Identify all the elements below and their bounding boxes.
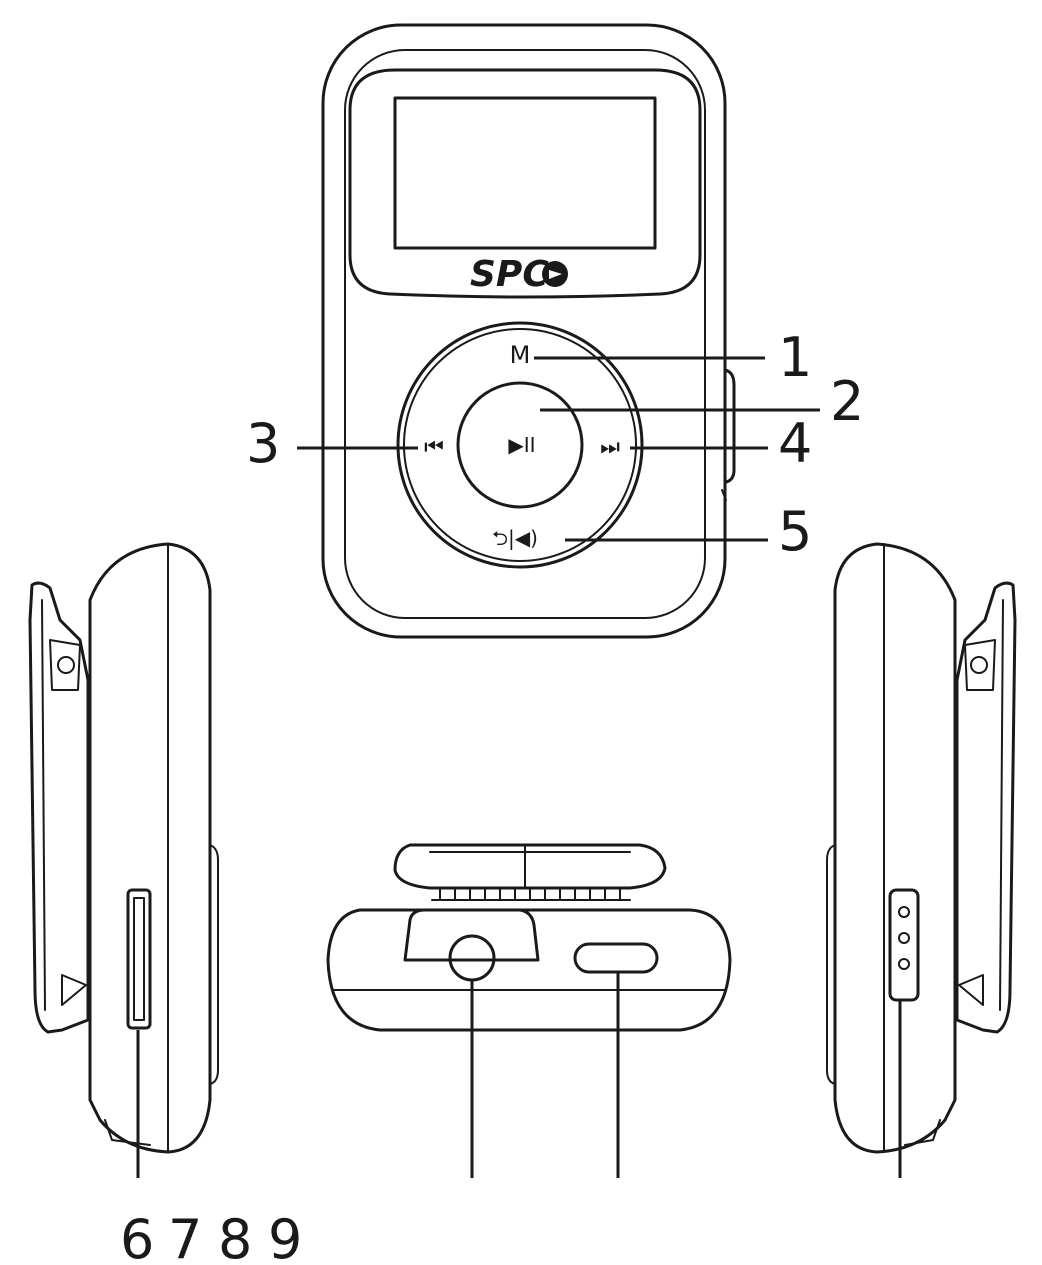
right-side-bump bbox=[826, 844, 836, 1085]
right-body bbox=[833, 542, 957, 1154]
front-view: SPC M ▶II ⏮ ⏭ ⮌|◀) bbox=[297, 23, 820, 639]
left-side-bump bbox=[209, 844, 219, 1085]
screen bbox=[393, 96, 657, 250]
left-clip-foot bbox=[61, 974, 87, 1006]
callout-2: 2 bbox=[830, 370, 864, 433]
hold-switch-dot-2 bbox=[898, 932, 910, 944]
left-clip-spring bbox=[49, 639, 81, 691]
control-wheel[interactable] bbox=[396, 321, 644, 569]
hold-switch-dot-3 bbox=[898, 958, 910, 970]
brand-logo: SPC bbox=[470, 254, 549, 295]
bottom-spring bbox=[431, 887, 631, 901]
right-clip-inner bbox=[999, 599, 1004, 1011]
control-wheel-inner bbox=[403, 328, 637, 562]
callout-4: 4 bbox=[778, 412, 812, 475]
bottom-clip bbox=[393, 843, 667, 890]
callout-7: 7 bbox=[168, 1208, 202, 1265]
microsd-slot[interactable] bbox=[126, 888, 152, 1030]
right-bottom-detail bbox=[904, 1119, 941, 1146]
left-clip bbox=[28, 581, 90, 1034]
callout-3: 3 bbox=[246, 412, 280, 475]
hold-switch[interactable] bbox=[888, 888, 920, 1002]
left-clip-inner bbox=[41, 599, 46, 1011]
bottom-body bbox=[326, 908, 732, 1032]
front-body-outer bbox=[321, 23, 727, 639]
right-clip-foot bbox=[958, 974, 984, 1006]
next-button[interactable]: ⏭ bbox=[600, 435, 620, 460]
callout-8: 8 bbox=[218, 1208, 252, 1265]
left-body bbox=[88, 542, 212, 1154]
callout-6: 6 bbox=[120, 1208, 154, 1265]
right-clip-pivot bbox=[970, 656, 988, 674]
hold-switch-dot-1 bbox=[898, 906, 910, 918]
play-pause-icon: ▶II bbox=[508, 433, 535, 457]
callout-9: 9 bbox=[268, 1208, 302, 1265]
side-switch[interactable] bbox=[723, 368, 736, 484]
right-side-view bbox=[826, 542, 1017, 1178]
left-side-view bbox=[28, 542, 219, 1178]
menu-button[interactable]: M bbox=[510, 341, 531, 369]
callout-labels: 1 2 3 4 5 6 7 8 9 bbox=[120, 326, 864, 1265]
brand-logo-icon-mark bbox=[549, 270, 562, 279]
side-switch-tick bbox=[721, 489, 727, 501]
front-body-inner bbox=[344, 49, 706, 619]
back-volume-button[interactable]: ⮌|◀) bbox=[492, 526, 538, 550]
usb-port[interactable] bbox=[573, 942, 659, 974]
callout-5: 5 bbox=[778, 500, 812, 563]
callout-1: 1 bbox=[778, 326, 812, 389]
screen-bezel bbox=[348, 68, 702, 299]
play-pause-button[interactable] bbox=[456, 381, 584, 509]
right-clip bbox=[955, 581, 1017, 1034]
right-clip-spring bbox=[964, 639, 996, 691]
headphone-jack-recess bbox=[403, 908, 540, 962]
microsd-slot-inner bbox=[133, 897, 145, 1021]
left-clip-pivot bbox=[57, 656, 75, 674]
headphone-jack[interactable] bbox=[448, 934, 496, 982]
bottom-view bbox=[326, 843, 732, 1178]
prev-button[interactable]: ⏮ bbox=[424, 435, 444, 460]
